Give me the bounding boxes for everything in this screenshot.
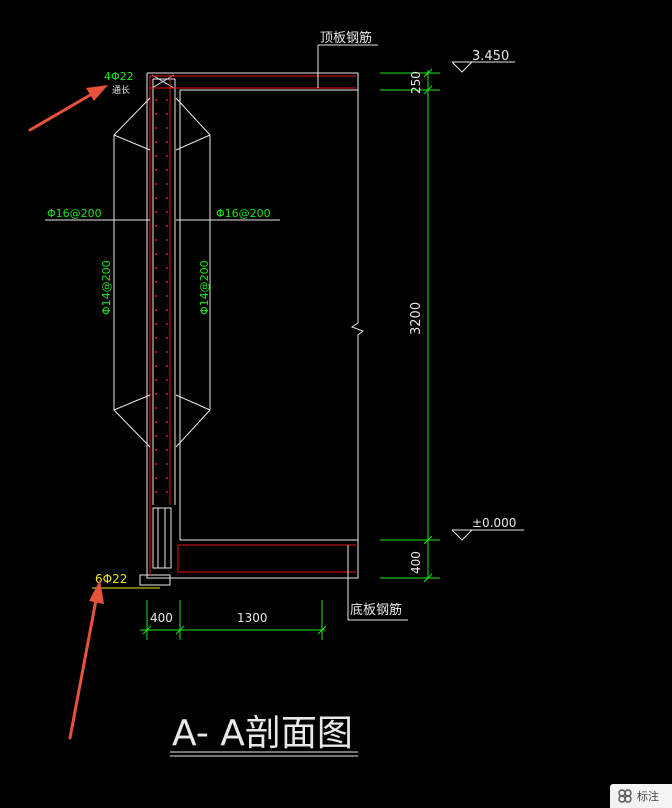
- rebar-dot: [155, 113, 157, 115]
- rebar-dot: [166, 463, 168, 465]
- rebar-dot: [166, 99, 168, 101]
- rebar-dot: [155, 141, 157, 143]
- rebar-dot: [155, 99, 157, 101]
- rebar-dot: [155, 253, 157, 255]
- rebar-dot: [166, 253, 168, 255]
- rebar-dot: [155, 407, 157, 409]
- leader-lines: [45, 44, 408, 621]
- level-marks: [451, 61, 524, 541]
- rebar-dot: [155, 267, 157, 269]
- corner-widget-label: 标注: [637, 790, 659, 803]
- bottom-bar-label: 6Φ22: [95, 572, 127, 586]
- rebar-dot: [155, 295, 157, 297]
- rebar-dot: [166, 127, 168, 129]
- dim-wall-width: 400: [150, 611, 173, 625]
- rebar-dot: [166, 491, 168, 493]
- top-bar-label: 4Φ22: [104, 70, 134, 83]
- rebar-dot: [166, 225, 168, 227]
- rebar-dot: [166, 323, 168, 325]
- rebar-dot: [155, 449, 157, 451]
- rebar-dot: [155, 169, 157, 171]
- top-bar-note: 通长: [112, 84, 130, 96]
- rebar-dot: [155, 239, 157, 241]
- rebar-detail-outline: [113, 97, 211, 448]
- rebar-dot: [155, 435, 157, 437]
- rebar-dot: [155, 421, 157, 423]
- rebar-dot: [166, 351, 168, 353]
- rebar-dot: [155, 477, 157, 479]
- annotation-arrow-bottom: [68, 580, 104, 740]
- rebar-dot: [155, 281, 157, 283]
- rebar-dot: [155, 183, 157, 185]
- left-horizontal-label: Φ16@200: [47, 207, 102, 220]
- rebar-dot: [166, 183, 168, 185]
- rebar-dot: [166, 211, 168, 213]
- rebar-dot: [166, 421, 168, 423]
- rebar-dot: [166, 155, 168, 157]
- level-top: 3.450: [472, 49, 509, 64]
- rebar-dot: [155, 211, 157, 213]
- rebar-red: [149, 75, 356, 575]
- rebar-dot: [166, 267, 168, 269]
- wall-rebar-dots: [155, 99, 168, 493]
- top-slab-cross: [151, 74, 175, 89]
- rebar-dot: [166, 197, 168, 199]
- rebar-dot: [166, 393, 168, 395]
- rebar-dot: [166, 477, 168, 479]
- rebar-dot: [155, 323, 157, 325]
- rebar-dot: [166, 113, 168, 115]
- rebar-dot: [166, 281, 168, 283]
- rebar-dot: [166, 435, 168, 437]
- annotation-toolbar-widget[interactable]: 标注: [610, 784, 672, 808]
- rebar-dot: [155, 463, 157, 465]
- level-ground: ±0.000: [472, 516, 516, 530]
- rebar-dot: [155, 155, 157, 157]
- drawing-title: A- A剖面图: [172, 713, 353, 754]
- rebar-dot: [155, 337, 157, 339]
- rebar-dot: [155, 225, 157, 227]
- left-vertical-label: Φ14@200: [100, 260, 113, 315]
- rebar-dot: [155, 491, 157, 493]
- rebar-dot: [166, 295, 168, 297]
- right-horizontal-label: Φ16@200: [216, 207, 271, 220]
- concrete-outline: [139, 72, 365, 586]
- rebar-dot: [155, 379, 157, 381]
- rebar-dot: [155, 309, 157, 311]
- dim-slab-extension: 1300: [237, 611, 268, 625]
- rebar-dot: [166, 365, 168, 367]
- rebar-dot: [155, 365, 157, 367]
- rebar-dot: [166, 449, 168, 451]
- rebar-dot: [166, 239, 168, 241]
- rebar-dot: [166, 169, 168, 171]
- annotation-arrow-top: [28, 85, 108, 132]
- dim-top-slab: 250: [409, 71, 423, 94]
- dim-wall-height: 3200: [409, 302, 424, 335]
- rebar-dot: [155, 351, 157, 353]
- rebar-dot: [166, 407, 168, 409]
- dimension-lines: [140, 68, 440, 640]
- settings-icon: [618, 789, 632, 803]
- rebar-dot: [166, 379, 168, 381]
- right-vertical-label: Φ14@200: [198, 260, 211, 315]
- rebar-dot: [155, 393, 157, 395]
- rebar-dot: [166, 337, 168, 339]
- bottom-slab-rebar-label: 底板钢筋: [350, 602, 402, 618]
- rebar-dot: [166, 309, 168, 311]
- top-slab-rebar-label: 顶板钢筋: [320, 30, 372, 46]
- rebar-dot: [155, 197, 157, 199]
- dim-bottom-slab: 400: [409, 551, 423, 574]
- rebar-dot: [166, 141, 168, 143]
- rebar-dot: [155, 127, 157, 129]
